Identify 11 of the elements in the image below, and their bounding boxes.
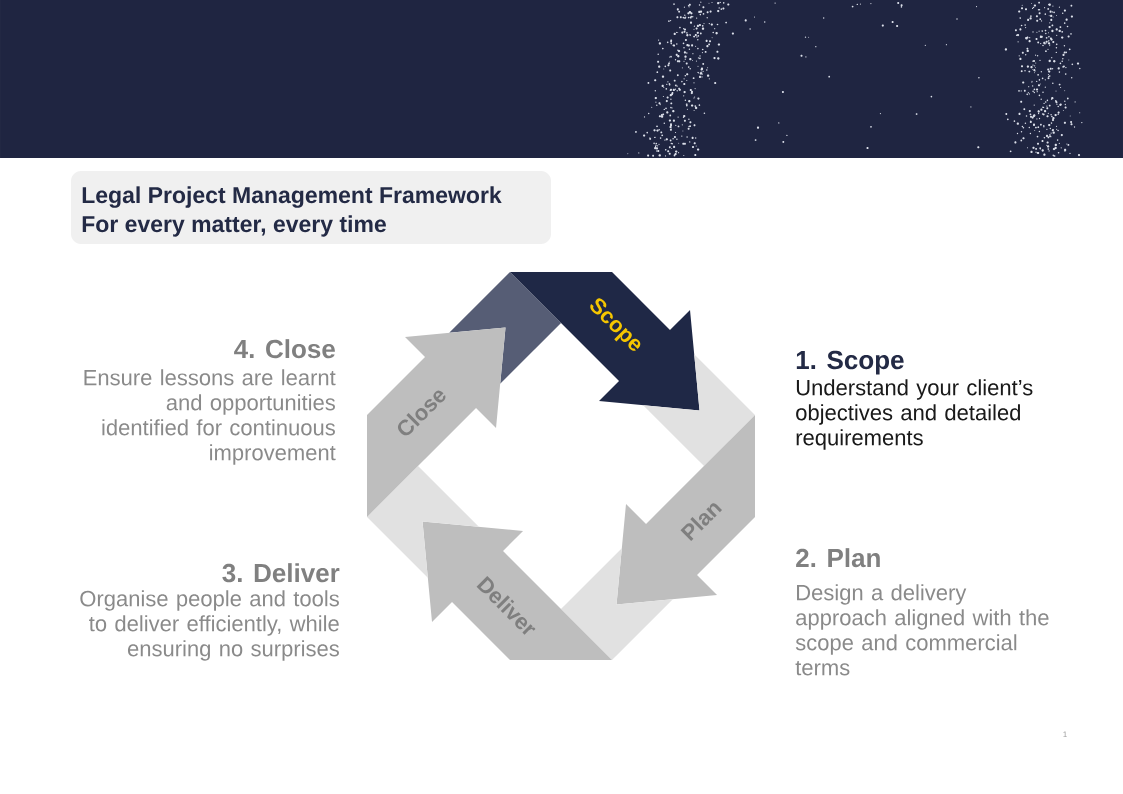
step-heading: 2. Plan — [796, 548, 880, 568]
step-description: Understand your client’s objectives and detailed requirements — [796, 379, 1033, 450]
title: Legal Project Management Framework — [82, 186, 502, 208]
step-description: Organise people and tools to deliver efficiently, while ensuring no surprises — [80, 590, 339, 661]
step-heading: 1. Scope — [796, 350, 904, 375]
step-description: Ensure lessons are learnt and opportunities identified for continuous improvement — [84, 369, 336, 465]
step-heading: 3. Deliver — [222, 563, 340, 583]
subtitle: For every matter, every time — [82, 215, 386, 237]
step-heading: 4. Close — [234, 339, 335, 359]
page-number: 1 — [1063, 731, 1067, 737]
step-description: Design a delivery approach aligned with the scope and commercial terms — [795, 584, 1049, 676]
